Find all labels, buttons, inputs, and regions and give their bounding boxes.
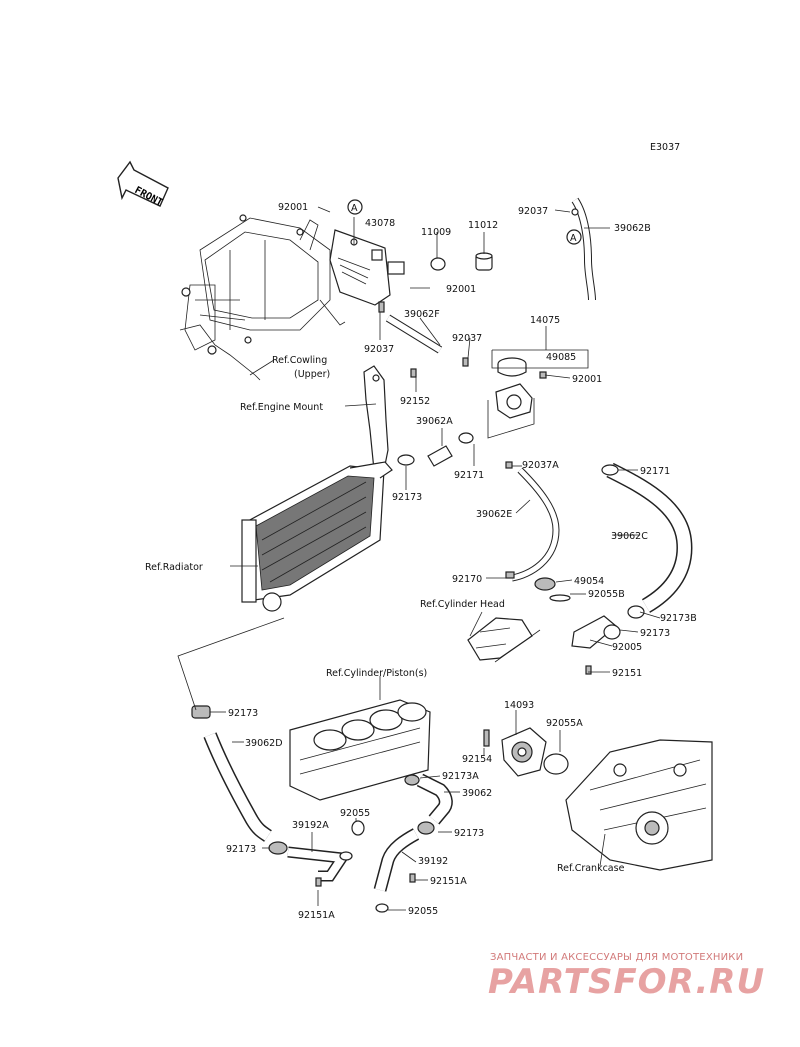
part-label: 92037 [452, 333, 482, 344]
part-label: 43078 [365, 218, 395, 229]
ref-labels: Ref.Cowling (Upper) Ref.Engine Mount Ref… [145, 355, 625, 874]
callout-a-2: A [566, 229, 582, 245]
part-label: 92055A [546, 718, 583, 729]
cowling-bracket [179, 214, 346, 381]
ref-label-cylinder-head: Ref.Cylinder Head [420, 599, 505, 610]
part-label: 92001 [446, 284, 476, 295]
part-label: 14093 [504, 700, 534, 711]
part-label: 92037 [518, 206, 548, 217]
callout-letter: A [570, 233, 577, 244]
part-label: 92055 [408, 906, 438, 917]
part-label: 92173B [660, 613, 697, 624]
ref-label-engine-mount: Ref.Engine Mount [240, 402, 323, 413]
leader-lines [177, 206, 661, 911]
part-label: 39062E [476, 509, 512, 520]
part-labels: 92001 43078 11009 11012 92001 92037 3906… [226, 202, 697, 921]
part-label: 92173 [226, 844, 256, 855]
part-label: 11009 [421, 227, 451, 238]
engine-mount [363, 365, 389, 471]
watermark-brand: PARTSFOR.RU [488, 962, 766, 1002]
thermostat-49054 [534, 577, 571, 602]
part-label: 39062F [404, 309, 440, 320]
part-label: 92037A [522, 460, 559, 471]
ref-label-cowling: Ref.Cowling [272, 355, 327, 366]
part-label: 92152 [400, 396, 430, 407]
part-label: 92173 [640, 628, 670, 639]
crankcase [565, 739, 713, 871]
part-label: 39062C [611, 531, 648, 542]
water-pump [483, 727, 569, 777]
front-arrow-icon: FRONT [117, 160, 169, 209]
part-label: 39192A [292, 820, 329, 831]
part-label: 92151A [430, 876, 467, 887]
diagram-code: E3037 [650, 142, 680, 153]
part-label: 92173 [392, 492, 422, 503]
part-label: 39062 [462, 788, 492, 799]
reservoir-cap [475, 252, 493, 271]
cylinder-head-outlet [467, 615, 621, 675]
part-label: 92151 [612, 668, 642, 679]
part-label: 11012 [468, 220, 498, 231]
part-label: 39062A [416, 416, 453, 427]
part-label: 92170 [452, 574, 482, 585]
callout-letter: A [351, 203, 358, 214]
part-label: 49054 [574, 576, 604, 587]
cylinder-block [289, 699, 431, 801]
watermark-subtitle: ЗАПЧАСТИ И АКСЕССУАРЫ ДЛЯ МОТОТЕХНИКИ [490, 952, 744, 963]
hose-39062a [427, 432, 474, 467]
part-label: 49085 [546, 352, 576, 363]
ref-label-cowling-upper: (Upper) [294, 369, 330, 380]
part-label: 39062B [614, 223, 651, 234]
ref-label-crankcase: Ref.Crankcase [557, 863, 625, 874]
ref-label-radiator: Ref.Radiator [145, 562, 203, 573]
part-label: 39062D [245, 738, 283, 749]
reservoir-tank [329, 229, 405, 306]
ref-label-cylinder-piston: Ref.Cylinder/Piston(s) [326, 668, 427, 679]
part-label: 39192 [418, 856, 448, 867]
part-label: 92001 [278, 202, 308, 213]
part-label: 92173 [228, 708, 258, 719]
radiator [241, 454, 415, 612]
part-label: 92151A [298, 910, 335, 921]
part-label: 92055 [340, 808, 370, 819]
part-label: 92173 [454, 828, 484, 839]
part-label: 92037 [364, 344, 394, 355]
part-label: 92171 [454, 470, 484, 481]
part-label: 92001 [572, 374, 602, 385]
callout-a-1: A [347, 199, 363, 215]
part-label: 14075 [530, 315, 560, 326]
part-label: 92055B [588, 589, 625, 600]
part-label: 92171 [640, 466, 670, 477]
part-label: 92154 [462, 754, 492, 765]
part-label: 92173A [442, 771, 479, 782]
cap-gasket [430, 257, 446, 271]
part-label: 92005 [612, 642, 642, 653]
thermostat-housing [495, 357, 547, 419]
